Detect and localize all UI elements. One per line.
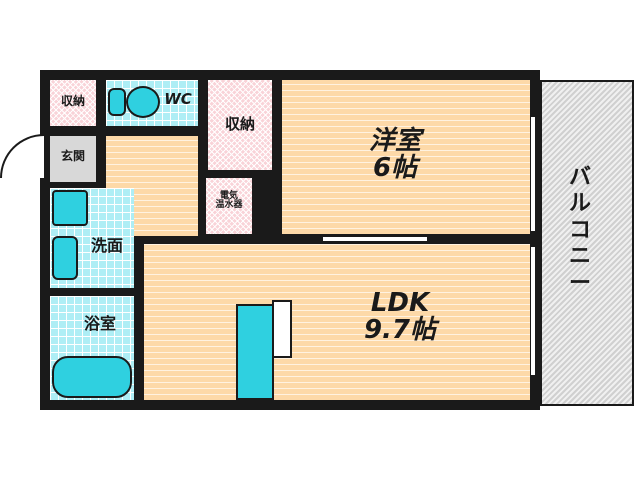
kitchen-counter-icon [236, 304, 274, 400]
western-room-label: 洋室 6帖 [368, 126, 421, 184]
balcony-label: バ ル コ ニ ー [568, 165, 591, 296]
room-storage-small [50, 80, 96, 126]
wc-label: WC [164, 90, 192, 108]
sink-icon [52, 236, 78, 280]
storage-small-label: 収納 [60, 94, 85, 108]
bathroom-label: 浴室 [83, 314, 116, 333]
room-entrance [50, 136, 96, 182]
bathtub-icon [52, 356, 132, 398]
room-western [282, 80, 530, 234]
room-storage-main [208, 80, 272, 170]
washing-machine-icon [52, 190, 88, 226]
balcony [540, 80, 634, 406]
toilet-bowl-icon [126, 86, 160, 118]
water-heater-label: 電気 温水器 [215, 191, 243, 211]
washroom-label: 洗面 [90, 236, 123, 255]
window-western[interactable] [530, 116, 536, 232]
entrance-door-swing[interactable] [0, 134, 44, 178]
toilet-icon [108, 88, 126, 116]
room-water-heater [206, 178, 252, 234]
ldk-label: LDK 9.7帖 [363, 288, 437, 346]
entrance-label: 玄関 [60, 149, 85, 163]
storage-main-label: 収納 [224, 115, 255, 133]
kitchen-backsplash [272, 300, 292, 358]
sliding-door[interactable] [322, 236, 428, 242]
window-ldk[interactable] [530, 246, 536, 376]
room-ldk [144, 244, 530, 400]
